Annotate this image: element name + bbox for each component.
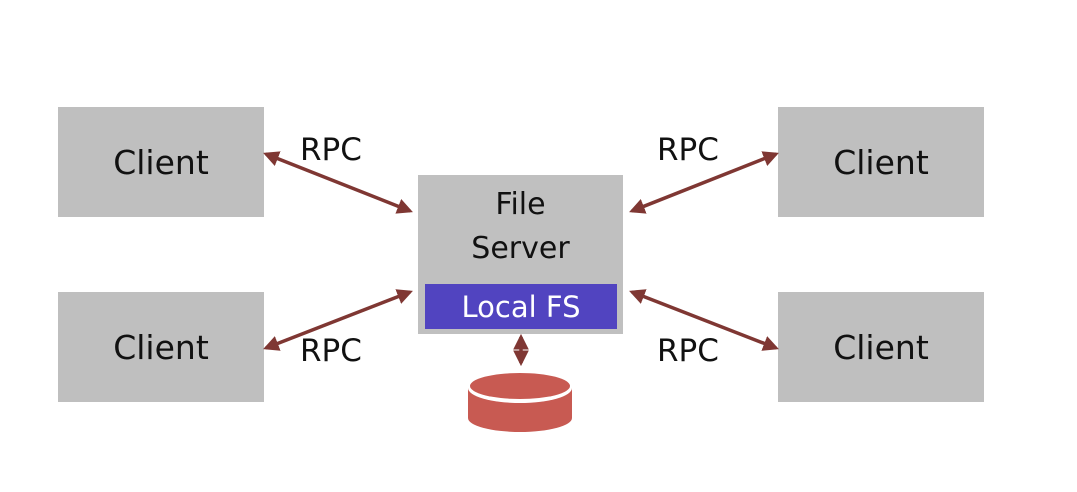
- client-bottom-left: Client: [58, 292, 264, 402]
- client-bottom-right: Client: [778, 292, 984, 402]
- server-label-line1: File: [495, 187, 546, 222]
- client-top-right: Client: [778, 107, 984, 217]
- local-fs-label: Local FS: [461, 289, 581, 324]
- local-fs: Local FS: [425, 284, 617, 329]
- server-label-line2: Server: [471, 231, 570, 266]
- server-label: File Server: [418, 183, 623, 271]
- client-label: Client: [113, 327, 209, 367]
- arrow-bottom-left: [263, 289, 413, 351]
- client-label: Client: [833, 142, 929, 182]
- client-top-left: Client: [58, 107, 264, 217]
- file-server: File Server Local FS: [418, 175, 623, 334]
- arrow-top-left: [263, 151, 413, 214]
- disk-icon: [468, 373, 572, 432]
- client-label: Client: [833, 327, 929, 367]
- arrow-bottom-right: [629, 289, 779, 351]
- arrow-top-right: [629, 151, 779, 214]
- client-label: Client: [113, 142, 209, 182]
